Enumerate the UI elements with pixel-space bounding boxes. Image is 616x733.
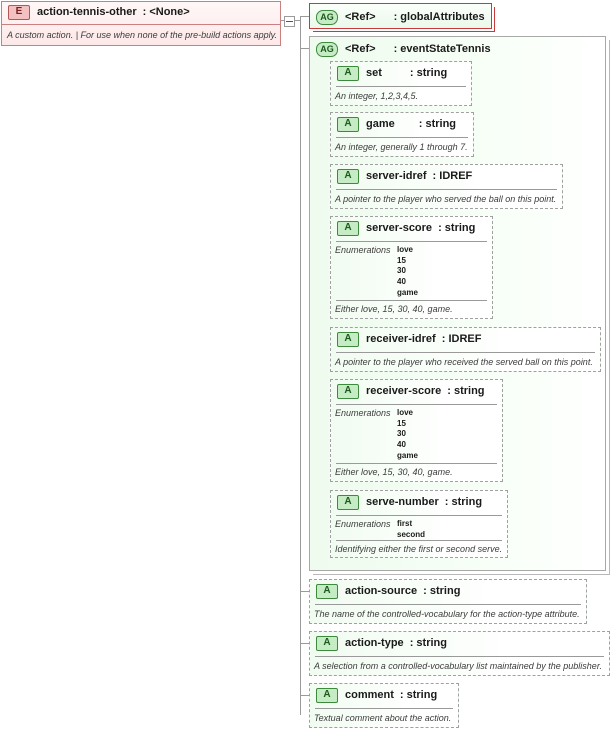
element-divider: [2, 24, 280, 25]
attribute-divider: [336, 463, 497, 464]
attribute-doc: Either love, 15, 30, 40, game.: [335, 467, 453, 477]
attribute-type: : string: [409, 637, 447, 649]
attribute-type: : string: [423, 585, 461, 597]
attribute-name: action-source: [345, 585, 418, 597]
enum-value: second: [397, 529, 426, 539]
attribute-name: receiver-score: [366, 385, 442, 397]
ag-group-name: : eventStateTennis: [393, 43, 491, 55]
attribute-divider: [336, 241, 487, 242]
attribute-divider: [336, 352, 595, 353]
attribute-name: set: [366, 67, 382, 79]
attribute-divider: [336, 540, 502, 541]
collapse-toggle[interactable]: [284, 16, 295, 27]
attribute-type: : string: [409, 67, 448, 79]
ag-ref-name: : globalAttributes: [393, 11, 485, 23]
attribute-server-score[interactable]: A server-score : string Enumerations love…: [330, 216, 493, 319]
attribute-divider: [315, 604, 581, 605]
attribute-badge: A: [337, 116, 359, 132]
element-doc: A custom action. | For use when none of …: [7, 30, 277, 40]
attribute-doc: Identifying either the first or second s…: [335, 544, 503, 554]
attribute-badge: A: [337, 65, 359, 81]
enum-value: game: [397, 450, 418, 460]
attribute-badge: A: [316, 687, 338, 703]
attribute-badge: A: [337, 220, 359, 236]
enum-value: 15: [397, 418, 406, 428]
attribute-game[interactable]: A game : string An integer, generally 1 t…: [330, 112, 474, 157]
enum-value: love: [397, 245, 414, 254]
attribute-serve-number[interactable]: A serve-number : string Enumerations firs…: [330, 490, 508, 558]
attribute-name: comment: [345, 689, 394, 701]
attribute-name: server-idref: [366, 170, 427, 182]
attribute-name: serve-number: [366, 496, 439, 508]
element-action-tennis-other[interactable]: E action-tennis-other : <None> A custom a…: [1, 1, 281, 46]
enum-value: 40: [397, 277, 406, 287]
enumeration-list: love 15 30 40 game: [397, 408, 418, 462]
enumerations-label: Enumerations: [335, 408, 391, 418]
attribute-divider: [336, 404, 497, 405]
attribute-doc: Textual comment about the action.: [314, 713, 452, 723]
attribute-badge: A: [316, 583, 338, 599]
attribute-group-global-attributes[interactable]: AG <Ref> : globalAttributes: [309, 3, 495, 32]
element-name: action-tennis-other: [37, 6, 137, 18]
attribute-divider: [336, 189, 557, 190]
enumeration-list: first second: [397, 519, 425, 540]
attribute-type: : string: [444, 496, 483, 508]
element-badge: E: [8, 4, 30, 20]
attribute-name: game: [366, 118, 395, 130]
attribute-action-type[interactable]: A action-type : string A selection from a…: [309, 631, 610, 676]
attribute-badge: A: [316, 635, 338, 651]
enum-value: 15: [397, 255, 406, 265]
enum-value: first: [397, 519, 413, 528]
attribute-divider: [315, 656, 604, 657]
attribute-divider: [336, 515, 502, 516]
attribute-action-source[interactable]: A action-source : string The name of the …: [309, 579, 587, 624]
attribute-type: : IDREF: [441, 333, 482, 345]
attribute-divider: [336, 86, 466, 87]
ag-ref-label: <Ref>: [345, 11, 376, 23]
attribute-type: : string: [447, 385, 485, 397]
attribute-doc: A pointer to the player who served the b…: [335, 194, 557, 204]
attribute-badge: A: [337, 168, 359, 184]
ag-badge: AG: [316, 41, 338, 57]
attribute-type: : string: [438, 222, 476, 234]
attribute-receiver-score[interactable]: A receiver-score : string Enumerations lo…: [330, 379, 503, 482]
enum-value: love: [397, 408, 414, 417]
attribute-name: action-type: [345, 637, 404, 649]
enumerations-label: Enumerations: [335, 519, 391, 529]
attribute-type: : string: [418, 118, 457, 130]
attribute-receiver-idref[interactable]: A receiver-idref : IDREF A pointer to the…: [330, 327, 601, 372]
enum-value: 30: [397, 266, 406, 276]
attribute-badge: A: [337, 494, 359, 510]
attribute-badge: A: [337, 383, 359, 399]
ag-group-label: <Ref>: [345, 43, 376, 55]
attribute-doc: Either love, 15, 30, 40, game.: [335, 304, 453, 314]
attribute-doc: A pointer to the player who received the…: [335, 357, 593, 367]
enumeration-list: love 15 30 40 game: [397, 245, 418, 299]
attribute-divider: [336, 300, 487, 301]
enum-value: 30: [397, 429, 406, 439]
attribute-type: : IDREF: [432, 170, 473, 182]
attribute-name: server-score: [366, 222, 433, 234]
attribute-name: receiver-idref: [366, 333, 436, 345]
attribute-divider: [315, 708, 453, 709]
attribute-set[interactable]: A set : string An integer, 1,2,3,4,5.: [330, 61, 472, 106]
element-type: : <None>: [142, 6, 190, 18]
ag-badge: AG: [316, 9, 338, 25]
attribute-doc: An integer, generally 1 through 7.: [335, 142, 468, 152]
attribute-type: : string: [399, 689, 438, 701]
attribute-doc: An integer, 1,2,3,4,5.: [335, 91, 419, 101]
enum-value: 40: [397, 440, 406, 450]
attribute-comment[interactable]: A comment : string Textual comment about …: [309, 683, 459, 728]
attribute-divider: [336, 137, 468, 138]
enum-value: game: [397, 287, 418, 297]
attribute-badge: A: [337, 331, 359, 347]
attribute-doc: The name of the controlled-vocabulary fo…: [314, 609, 580, 619]
enumerations-label: Enumerations: [335, 245, 391, 255]
attribute-server-idref[interactable]: A server-idref : IDREF A pointer to the p…: [330, 164, 563, 209]
attribute-doc: A selection from a controlled-vocabulary…: [314, 661, 602, 671]
